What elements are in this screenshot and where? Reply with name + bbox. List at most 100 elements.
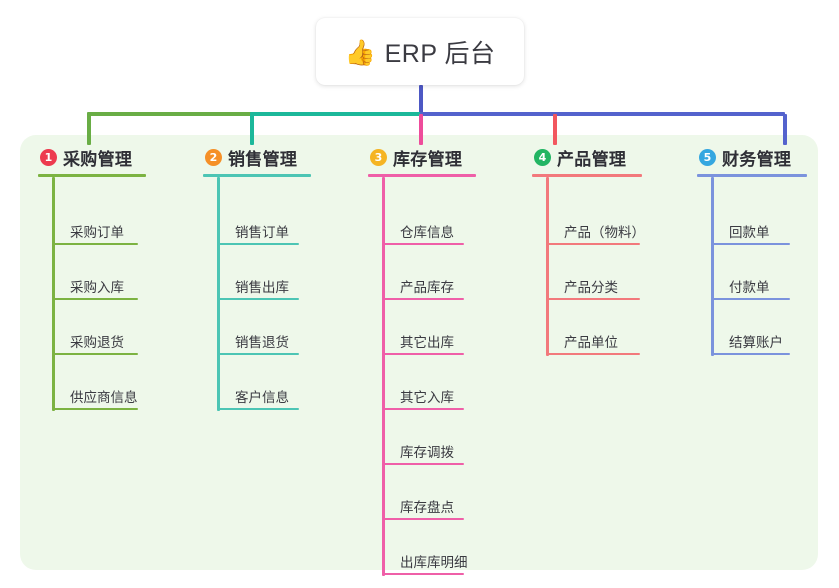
branch-item[interactable]: 产品库存 xyxy=(368,251,476,306)
branch-number-badge: 1 xyxy=(40,148,57,166)
connector-bar-teal xyxy=(250,112,422,116)
branch-item[interactable]: 付款单 xyxy=(697,251,807,306)
branch-column-2: 2 销售管理销售订单销售出库销售退货客户信息 xyxy=(203,146,311,416)
branch-item-underline xyxy=(383,298,464,300)
connector-bar-indigo xyxy=(420,112,785,116)
branch-header-4[interactable]: 4 产品管理 xyxy=(532,146,642,169)
branch-number-badge: 2 xyxy=(205,148,222,166)
branch-item-label: 结算账户 xyxy=(729,335,783,350)
branch-item-list: 销售订单销售出库销售退货客户信息 xyxy=(203,177,311,416)
branch-header-5[interactable]: 5 财务管理 xyxy=(697,146,807,169)
branch-item[interactable]: 出库库明细 xyxy=(368,526,476,581)
branch-title: 财务管理 xyxy=(722,149,792,169)
connector-bar-green xyxy=(87,112,252,116)
branch-item-underline xyxy=(383,518,464,520)
branch-item[interactable]: 产品（物料） xyxy=(532,196,645,251)
branch-title: 产品管理 xyxy=(557,149,627,169)
branch-column-4: 4 产品管理产品（物料） 产品分类产品单位 xyxy=(532,146,645,361)
branch-title: 库存管理 xyxy=(393,149,463,169)
thumbs-up-icon: 👍 xyxy=(344,38,376,67)
branch-item[interactable]: 回款单 xyxy=(697,196,807,251)
branch-item-label: 库存调拨 xyxy=(400,445,454,460)
branch-spine xyxy=(52,177,55,411)
branch-item-underline xyxy=(383,353,464,355)
branch-item-label: 产品（物料） xyxy=(564,225,645,240)
branch-spine xyxy=(546,177,549,356)
branch-item-label: 销售出库 xyxy=(235,280,289,295)
branch-column-1: 1 采购管理采购订单采购入库采购退货供应商信息 xyxy=(38,146,146,416)
branch-number-badge: 4 xyxy=(534,148,551,166)
diagram-panel xyxy=(20,135,818,570)
branch-item[interactable]: 其它入库 xyxy=(368,361,476,416)
branch-item-underline xyxy=(218,243,299,245)
branch-item[interactable]: 采购订单 xyxy=(38,196,146,251)
branch-column-5: 5 财务管理回款单付款单结算账户 xyxy=(697,146,807,361)
branch-item[interactable]: 结算账户 xyxy=(697,306,807,361)
branch-item[interactable]: 仓库信息 xyxy=(368,196,476,251)
branch-underline xyxy=(203,174,311,177)
branch-spine xyxy=(382,177,385,576)
branch-item-underline xyxy=(53,243,138,245)
branch-item[interactable]: 供应商信息 xyxy=(38,361,146,416)
branch-item-underline xyxy=(383,573,464,575)
connector-drop-column-2 xyxy=(250,114,254,145)
branch-item-underline xyxy=(218,408,299,410)
branch-item-label: 销售退货 xyxy=(235,335,289,350)
branch-spine xyxy=(711,177,714,356)
branch-item-underline xyxy=(383,408,464,410)
branch-number-badge: 5 xyxy=(699,148,716,166)
connector-drop-column-1 xyxy=(87,114,91,145)
branch-item-list: 采购订单采购入库采购退货供应商信息 xyxy=(38,177,146,416)
branch-item-underline xyxy=(383,463,464,465)
connector-drop-column-5 xyxy=(783,114,787,145)
branch-item[interactable]: 库存调拨 xyxy=(368,416,476,471)
branch-item-label: 采购退货 xyxy=(70,335,124,350)
branch-item-label: 产品库存 xyxy=(400,280,454,295)
branch-title: 销售管理 xyxy=(228,149,298,169)
branch-item[interactable]: 采购入库 xyxy=(38,251,146,306)
branch-item-underline xyxy=(218,298,299,300)
branch-number-badge: 3 xyxy=(370,148,387,166)
branch-item[interactable]: 销售退货 xyxy=(203,306,311,361)
branch-item-underline xyxy=(547,353,640,355)
root-stem-connector xyxy=(419,85,423,114)
branch-item-underline xyxy=(383,243,464,245)
branch-item-label: 销售订单 xyxy=(235,225,289,240)
branch-item-underline xyxy=(53,298,138,300)
branch-item-list: 仓库信息产品库存其它出库其它入库库存调拨库存盘点出库库明细 xyxy=(368,177,476,581)
connector-drop-column-3 xyxy=(419,114,423,145)
branch-item[interactable]: 库存盘点 xyxy=(368,471,476,526)
branch-underline xyxy=(697,174,807,177)
branch-underline xyxy=(368,174,476,177)
branch-header-3[interactable]: 3 库存管理 xyxy=(368,146,476,169)
branch-header-1[interactable]: 1 采购管理 xyxy=(38,146,146,169)
branch-column-3: 3 库存管理仓库信息产品库存其它出库其它入库库存调拨库存盘点出库库明细 xyxy=(368,146,476,581)
branch-item-underline xyxy=(712,353,790,355)
branch-item-underline xyxy=(712,243,790,245)
branch-item-label: 库存盘点 xyxy=(400,500,454,515)
branch-item-label: 采购订单 xyxy=(70,225,124,240)
branch-item[interactable]: 销售出库 xyxy=(203,251,311,306)
root-title-card[interactable]: 👍 ERP 后台 xyxy=(316,18,524,85)
branch-underline xyxy=(38,174,146,177)
branch-item-list: 产品（物料） 产品分类产品单位 xyxy=(532,177,645,361)
branch-item-label: 其它出库 xyxy=(400,335,454,350)
branch-spine xyxy=(217,177,220,411)
branch-item[interactable]: 产品单位 xyxy=(532,306,642,361)
branch-header-2[interactable]: 2 销售管理 xyxy=(203,146,311,169)
branch-item[interactable]: 销售订单 xyxy=(203,196,311,251)
branch-item[interactable]: 产品分类 xyxy=(532,251,642,306)
branch-item[interactable]: 其它出库 xyxy=(368,306,476,361)
branch-item-label: 采购入库 xyxy=(70,280,124,295)
branch-item-underline xyxy=(53,353,138,355)
branch-item[interactable]: 客户信息 xyxy=(203,361,311,416)
branch-item-underline xyxy=(547,298,640,300)
branch-item-label: 仓库信息 xyxy=(400,225,454,240)
branch-item-label: 供应商信息 xyxy=(70,390,138,405)
branch-item-label: 其它入库 xyxy=(400,390,454,405)
branch-item[interactable]: 采购退货 xyxy=(38,306,146,361)
branch-title: 采购管理 xyxy=(63,149,133,169)
branch-item-list: 回款单付款单结算账户 xyxy=(697,177,807,361)
branch-item-label: 产品分类 xyxy=(564,280,618,295)
